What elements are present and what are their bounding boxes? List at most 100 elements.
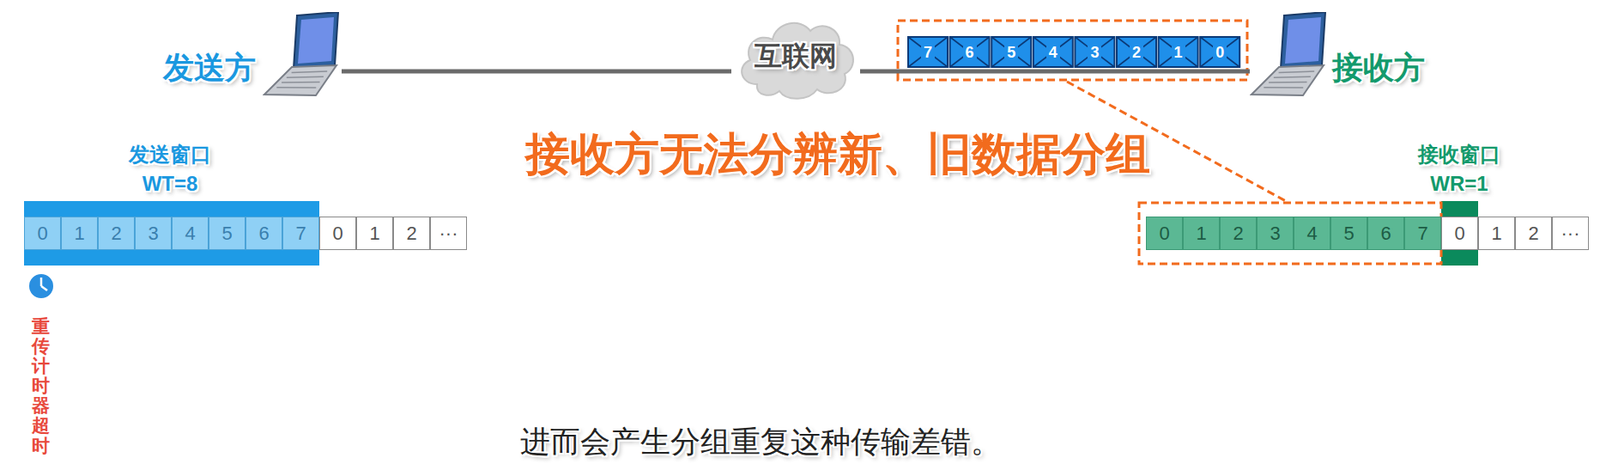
laptop-display <box>297 17 334 64</box>
host-node: 接收方 <box>1249 12 1425 98</box>
keyboard-row <box>1268 81 1307 84</box>
sequence-cell: 0 <box>319 216 357 250</box>
sequence-cell: 1 <box>356 216 394 250</box>
packet-number-text: 1 <box>1171 43 1186 61</box>
timer-icon <box>28 272 55 299</box>
envelope-flap <box>908 36 948 67</box>
laptop-screen <box>1280 12 1326 69</box>
timer-face <box>28 272 55 299</box>
envelope-body <box>991 36 1031 67</box>
timer-hand <box>41 285 48 291</box>
host-node: 发送方 <box>163 12 342 98</box>
packet-number-text: 4 <box>1046 43 1061 61</box>
packet-number: 3 <box>1074 36 1115 67</box>
sequence-cell: 3 <box>134 216 172 250</box>
sequence-cell: 5 <box>1330 216 1368 250</box>
sequence-cell: 6 <box>245 216 283 250</box>
network-cloud: 互联网 <box>731 10 861 104</box>
envelope-body <box>1116 36 1157 67</box>
sequence-cell: 1 <box>1478 216 1516 250</box>
envelope-body <box>1074 36 1115 67</box>
packet-number-text: 6 <box>963 43 977 61</box>
network-link <box>341 69 732 74</box>
sequence-cell: 0 <box>1145 216 1183 250</box>
packet-number-text: 3 <box>1087 43 1102 61</box>
sequence-cell: 6 <box>1367 216 1405 250</box>
envelope-body <box>1200 36 1240 67</box>
keyboard-row <box>1278 71 1316 73</box>
packet-number: 6 <box>950 36 990 67</box>
keyboard-row <box>1263 86 1304 89</box>
envelope-icon <box>908 36 948 67</box>
sequence-cell: 1 <box>1182 216 1220 250</box>
subtitle-caption: 进而会产生分组重复这种传输差错。 <box>520 424 1001 459</box>
envelope-icon <box>1033 36 1073 67</box>
receive-window-band <box>1441 200 1479 266</box>
sequence-cell: 3 <box>1256 216 1294 250</box>
sequence-cell: 2 <box>97 216 135 250</box>
envelope-flap <box>1116 36 1157 67</box>
keyboard-row <box>1273 76 1311 79</box>
envelope-body <box>950 36 990 67</box>
cloud-outline <box>741 23 854 99</box>
envelope-body <box>1033 36 1073 67</box>
window-title: 发送窗口 <box>109 142 231 168</box>
laptop-screen <box>293 12 339 69</box>
envelope-icon <box>1200 36 1240 67</box>
envelope-flap <box>1158 36 1199 67</box>
timeout-note: 重传计时器超时 <box>31 315 50 455</box>
sequence-cell: 4 <box>171 216 209 250</box>
window-size: WR=1 <box>1399 171 1520 197</box>
packet-number: 5 <box>991 36 1031 67</box>
envelope-icon <box>1074 36 1115 67</box>
sequence-cell: 5 <box>208 216 246 250</box>
send-window-band <box>24 200 320 266</box>
envelope-flap <box>950 36 990 67</box>
sequence-cell: ··· <box>430 216 467 250</box>
laptop-icon <box>1249 12 1329 98</box>
packet-number: 0 <box>1200 36 1240 67</box>
window-size: WT=8 <box>109 171 231 197</box>
sequence-cell: 2 <box>1515 216 1552 250</box>
keyboard-row <box>281 81 320 84</box>
keyboard-row <box>286 76 324 79</box>
cloud-label: 互联网 <box>754 37 837 76</box>
packet-number: 1 <box>1158 36 1199 67</box>
received-dashed-box <box>1139 202 1442 264</box>
envelope-icon <box>950 36 990 67</box>
sequence-cell: 2 <box>1219 216 1257 250</box>
heading: 接收方无法分辨新、旧数据分组 <box>525 127 1151 181</box>
timer-hand <box>40 277 43 286</box>
envelope-flap <box>1074 36 1115 67</box>
sequence-cell: 0 <box>24 216 61 250</box>
laptop-icon <box>262 12 342 98</box>
packet-number-text: 5 <box>1004 43 1019 61</box>
envelope-icon <box>1116 36 1157 67</box>
laptop-base <box>264 65 337 96</box>
packet-number-text: 2 <box>1129 43 1144 61</box>
envelope-flap <box>991 36 1031 67</box>
envelope-flap <box>1033 36 1073 67</box>
envelope-icon <box>991 36 1031 67</box>
packet-number: 2 <box>1116 36 1157 67</box>
sequence-cell: 4 <box>1293 216 1331 250</box>
laptop-display <box>1284 17 1322 64</box>
window-title: 接收窗口 <box>1399 142 1520 168</box>
packet-number: 4 <box>1033 36 1073 67</box>
envelope-body <box>1158 36 1199 67</box>
sequence-cell: 7 <box>1404 216 1442 250</box>
packet-number-text: 7 <box>921 43 935 61</box>
keyboard-row <box>291 71 328 73</box>
packet-number: 7 <box>908 36 948 67</box>
sequence-cell: 0 <box>1441 216 1479 250</box>
packet-number-text: 0 <box>1212 43 1227 61</box>
laptop-base <box>1251 65 1324 96</box>
host-label: 发送方 <box>163 47 256 90</box>
network-link <box>860 69 1250 74</box>
sequence-cell: 1 <box>60 216 98 250</box>
host-label: 接收方 <box>1332 47 1425 90</box>
envelope-icon <box>1158 36 1199 67</box>
sequence-cell: ··· <box>1551 216 1589 250</box>
envelope-body <box>908 36 948 67</box>
